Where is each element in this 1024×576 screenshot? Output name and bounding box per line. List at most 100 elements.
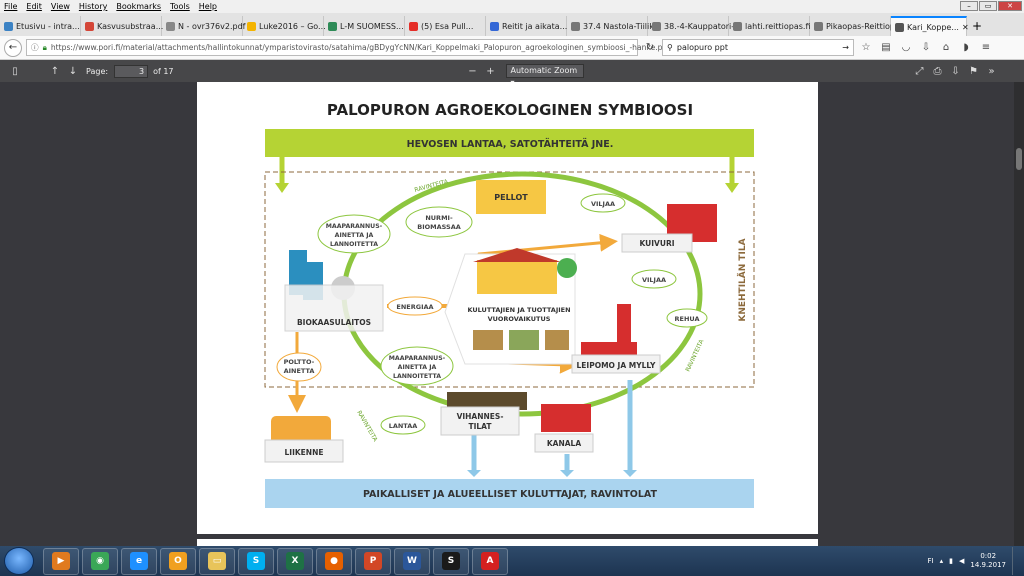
tab-favicon-icon	[895, 22, 904, 32]
viljaa-label-1: VILJAA	[591, 200, 615, 208]
chicken-coop-icon	[541, 404, 591, 432]
fullscreen-icon[interactable]: ⤢	[915, 65, 924, 77]
tab-label: N - ovr376v2.pdf	[178, 21, 246, 31]
biokaasu-node	[284, 284, 384, 332]
viewer-scrollbar[interactable]	[1014, 82, 1024, 546]
tab-label: L-M SUOMESS...	[340, 21, 404, 31]
lantaa-bubble	[380, 415, 426, 435]
tab[interactable]: Luke2016 – Go...	[243, 16, 326, 36]
page-number-input[interactable]: 3	[114, 64, 149, 78]
maaparannus-2-line-1: MAAPARANNUS-	[389, 355, 446, 362]
volume-icon[interactable]: ◀	[958, 557, 965, 565]
tab[interactable]: 37.4 Nastola-Tiilik...	[567, 16, 662, 36]
tray-expand-icon[interactable]: ▴	[939, 557, 944, 565]
poltto-label-1: POLTTO-	[284, 358, 315, 366]
show-desktop-button[interactable]	[1012, 547, 1020, 575]
taskbar-app-word[interactable]: W	[394, 547, 430, 575]
bookmark-icon[interactable]: ⚑	[969, 65, 978, 77]
taskbar-app-powerpoint[interactable]: P	[355, 547, 391, 575]
tab[interactable]: Kasvusubstraa...	[81, 16, 164, 36]
taskbar-app-skype[interactable]: S	[238, 547, 274, 575]
zoom-out-icon[interactable]: −	[468, 65, 477, 77]
tab-active[interactable]: Kari_Koppe...✕	[891, 16, 969, 36]
menu-file[interactable]: File	[4, 2, 18, 11]
tab-label: Kari_Koppe...	[907, 22, 959, 32]
bookmark-star-icon[interactable]: ☆	[861, 41, 871, 53]
pdf-viewer[interactable]: PALOPURON AGROEKOLOGINEN SYMBIOOSI HEVOS…	[0, 82, 1024, 559]
print-icon[interactable]: ⎙	[933, 65, 942, 77]
tab[interactable]: Reitit ja aikata...	[486, 16, 567, 36]
taskbar-app-excel[interactable]: X	[277, 547, 313, 575]
close-window-button[interactable]: ✕	[998, 1, 1022, 11]
zoom-in-icon[interactable]: +	[486, 65, 495, 77]
maximize-button[interactable]: ▭	[979, 1, 997, 11]
blue-arrowhead-3	[623, 470, 637, 477]
tab-label: 37.4 Nastola-Tiilik...	[583, 21, 662, 31]
tab[interactable]: L-M SUOMESS...	[324, 16, 405, 36]
tab[interactable]: (5) Esa Pull...	[405, 16, 486, 36]
menu-bookmarks[interactable]: Bookmarks	[116, 2, 162, 11]
nurmi-label-1: NURMI-	[425, 214, 453, 222]
taskbar-app-app-s[interactable]: S	[433, 547, 469, 575]
taskbar-app-chrome[interactable]: ◉	[82, 547, 118, 575]
close-tab-icon[interactable]: ✕	[961, 22, 969, 32]
menu-tools[interactable]: Tools	[170, 2, 190, 11]
tools-icon[interactable]: »	[988, 65, 995, 77]
tab-favicon-icon	[4, 21, 13, 31]
reload-icon[interactable]: ↻	[645, 41, 655, 53]
tab[interactable]: Pikaopas-Reittiopp...	[810, 16, 908, 36]
arc-label-left: RAVINTEITA	[355, 410, 379, 444]
clipboard-icon[interactable]: ▤	[881, 41, 891, 53]
poltto-label-2: AINETTA	[284, 367, 315, 375]
excel-icon: X	[286, 552, 304, 570]
pellot-node	[476, 180, 546, 214]
extension-icon[interactable]: ◗	[963, 41, 969, 53]
menu-edit[interactable]: Edit	[26, 2, 42, 11]
url-bar[interactable]: ⓘ 🔒︎ https://www.pori.fi/material/attach…	[26, 39, 670, 56]
start-button[interactable]	[4, 547, 34, 575]
nurmi-bubble	[405, 206, 473, 238]
taskbar-app-media-player[interactable]: ▶	[43, 547, 79, 575]
taskbar-app-firefox[interactable]: ●	[316, 547, 352, 575]
sidebar-toggle-icon[interactable]: ▯	[12, 65, 18, 77]
rehua-bubble	[666, 308, 708, 328]
clock[interactable]: 0:02 14.9.2017	[970, 552, 1006, 570]
tab-label: Kasvusubstraa...	[97, 21, 164, 31]
scrollbar-thumb[interactable]	[1016, 148, 1022, 170]
zoom-select[interactable]: Automatic Zoom ▾	[505, 64, 584, 87]
biokaasu-label: BIOKAASULAITOS	[297, 318, 371, 327]
tab-favicon-icon	[814, 21, 823, 31]
hamburger-menu-icon[interactable]: ≡	[981, 41, 991, 53]
info-icon[interactable]: ⓘ	[31, 43, 39, 52]
menu-help[interactable]: Help	[198, 2, 218, 11]
taskbar-app-file-explorer[interactable]: ▭	[199, 547, 235, 575]
taskbar-app-acrobat[interactable]: A	[472, 547, 508, 575]
search-go-icon[interactable]: →	[842, 43, 849, 52]
tab[interactable]: 38.-4-Kauppatori-...	[648, 16, 742, 36]
vihannes-label-2: TILAT	[468, 422, 492, 431]
tab[interactable]: lahti.reittiopas.fi	[729, 16, 810, 36]
tab-label: 38.-4-Kauppatori-...	[664, 21, 742, 31]
home-icon[interactable]: ⌂	[942, 41, 950, 53]
pocket-icon[interactable]: ◡	[901, 41, 911, 53]
previous-page-icon[interactable]: ↑	[50, 65, 60, 77]
tab[interactable]: Etusivu - intra...	[0, 16, 81, 36]
download-icon[interactable]: ⇩	[921, 41, 931, 53]
tab[interactable]: N - ovr376v2.pdf	[162, 16, 246, 36]
minimize-button[interactable]: –	[960, 1, 978, 11]
top-banner	[265, 129, 754, 157]
save-icon[interactable]: ⇩	[951, 65, 960, 77]
network-icon[interactable]: ▮	[949, 557, 953, 565]
menu-view[interactable]: View	[50, 2, 70, 11]
new-tab-button[interactable]: +	[971, 19, 983, 33]
next-page-icon[interactable]: ↓	[68, 65, 78, 77]
language-indicator[interactable]: FI	[927, 557, 934, 565]
back-button[interactable]: ←	[4, 38, 22, 57]
menu-history[interactable]: History	[78, 2, 108, 11]
vegetable-field-icon	[447, 392, 527, 410]
taskbar-app-internet-explorer[interactable]: e	[121, 547, 157, 575]
search-box[interactable]: ⚲ palopuro ppt →	[662, 39, 854, 56]
outlook-icon: O	[169, 552, 187, 570]
tab-label: Etusivu - intra...	[16, 21, 80, 31]
taskbar-app-outlook[interactable]: O	[160, 547, 196, 575]
